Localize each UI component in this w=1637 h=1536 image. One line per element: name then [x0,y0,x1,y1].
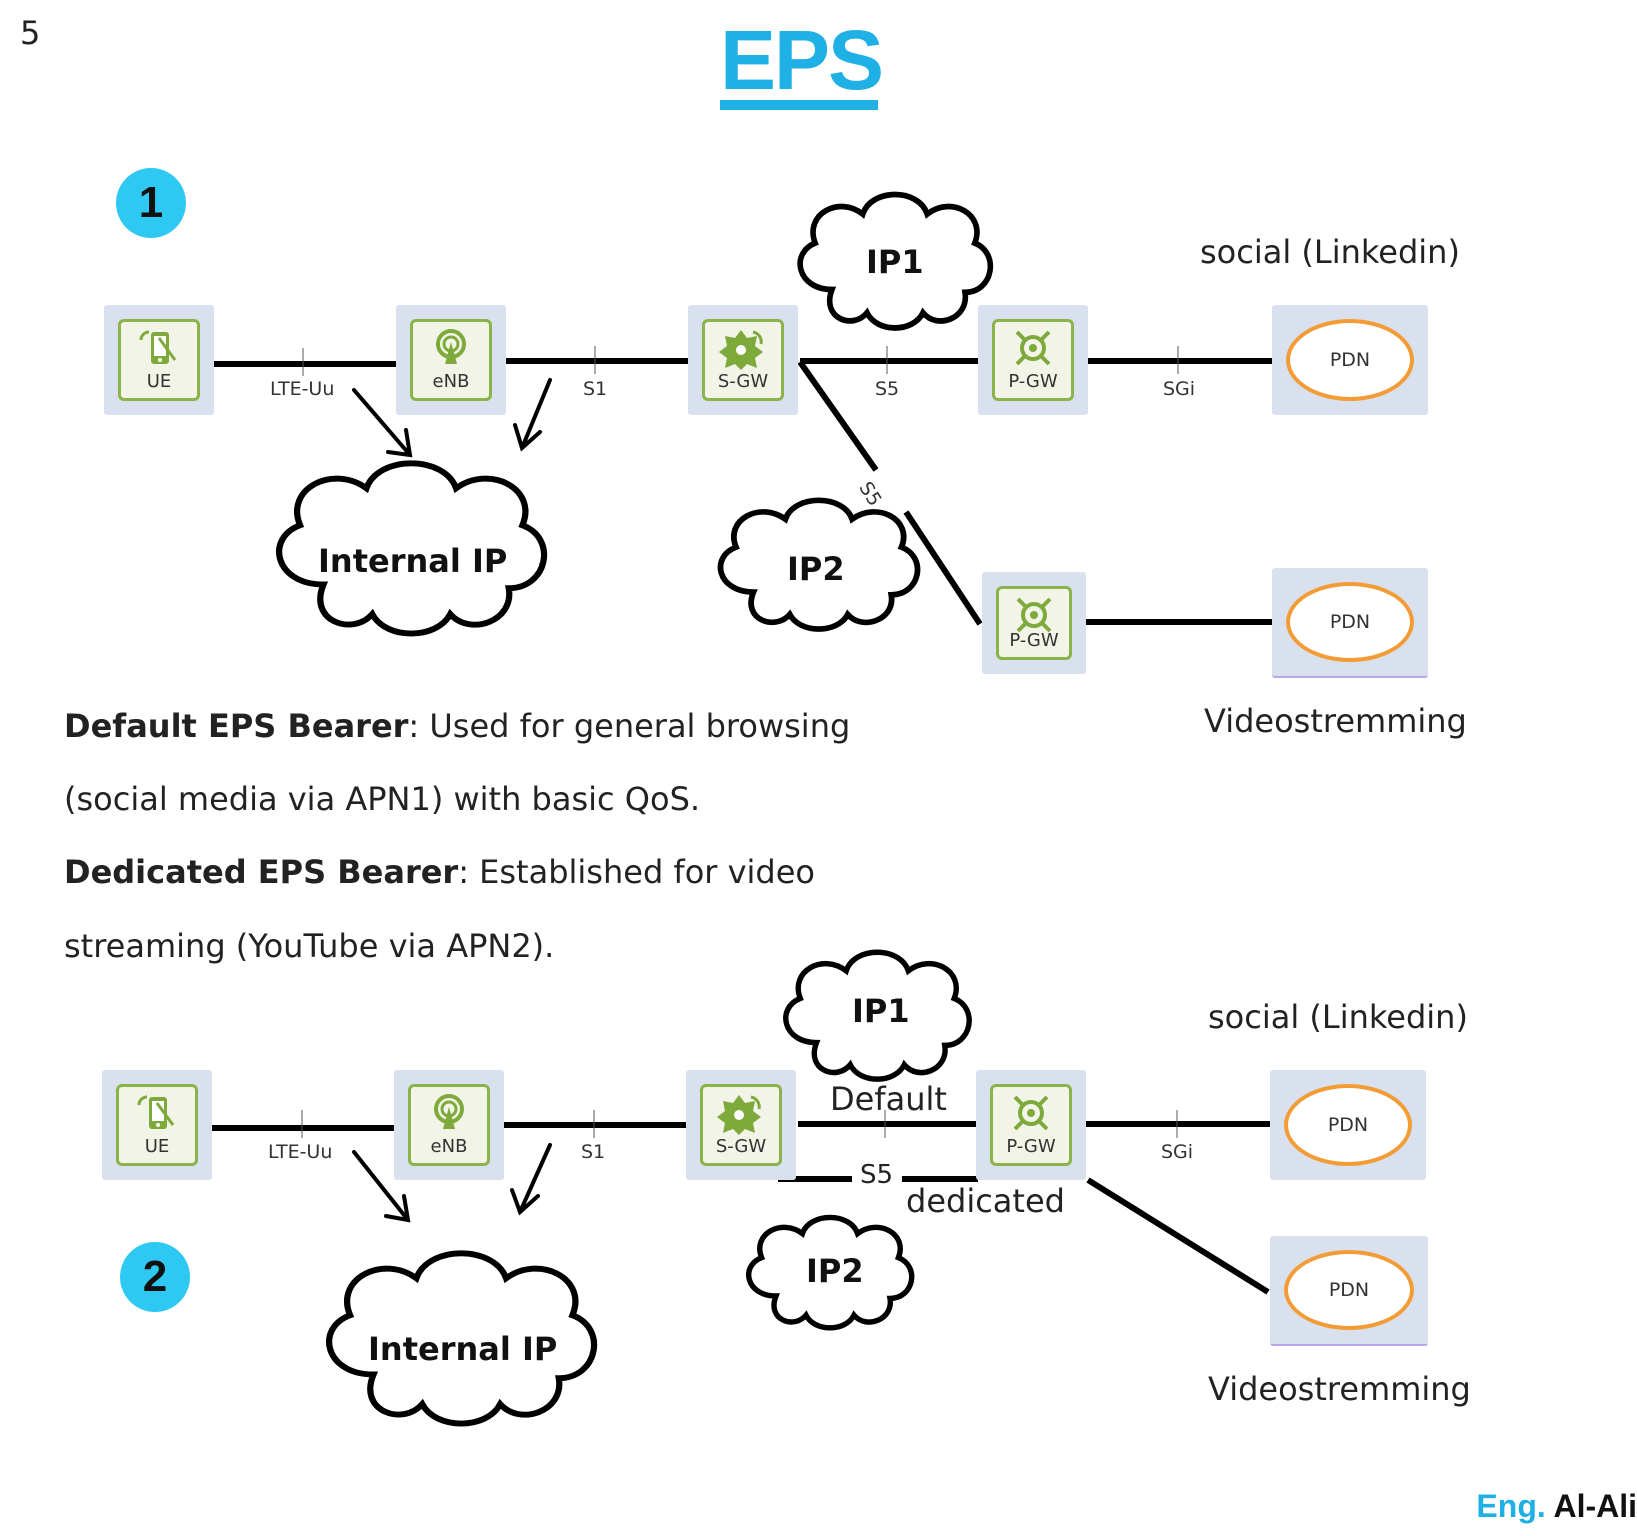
desc-line-4: streaming (YouTube via APN2). [64,927,555,965]
phone-icon [137,1095,175,1129]
d1-pgw2-label: P-GW [1009,630,1059,651]
d1-links [212,358,1280,626]
d1-arrow-lte [352,388,413,458]
d2-pdn1-label: PDN [1284,1084,1412,1166]
page-number: 5 [20,14,41,52]
d2-social-label: social (Linkedin) [1208,998,1468,1036]
antenna-icon [436,329,466,364]
router-icon [1015,330,1051,366]
d2-arrows [352,1143,552,1223]
d1-cloud-internal-label: Internal IP [318,542,508,580]
d2-cloud-ip2-label: IP2 [806,1252,864,1290]
d1-node-enb[interactable]: eNB [396,305,506,415]
desc-line-3: Dedicated EPS Bearer: Established for vi… [64,853,815,891]
d2-bearer-default-label: Default [830,1080,947,1118]
author-prefix: Eng. [1476,1488,1546,1524]
router-icon [1013,1095,1049,1131]
desc-line-2: (social media via APN1) with basic QoS. [64,780,701,818]
d1-video-label: Videostremming [1204,702,1467,740]
gear-icon [719,330,763,370]
d1-cloud-ip2-label: IP2 [787,550,845,588]
d2-link-pgw-pdn2 [1086,1177,1270,1295]
d1-pdn1-label: PDN [1286,319,1414,401]
d1-arrows [352,378,552,458]
scenario-badge-1: 1 [116,168,186,238]
d2-cloud-internal-label: Internal IP [368,1330,558,1368]
d1-cloud-ip1-label: IP1 [866,243,924,281]
router-icon [1016,597,1052,633]
d1-node-pgw1[interactable]: P-GW [978,305,1088,415]
author-signature: Eng. Al-Ali [1476,1488,1637,1525]
desc-line-1: Default EPS Bearer: Used for general bro… [64,707,851,745]
d2-iface-sgi: SGi [1161,1141,1194,1163]
antenna-icon [434,1094,464,1129]
d1-node-pdn2[interactable]: PDN [1272,568,1428,678]
d1-node-pdn1[interactable]: PDN [1272,305,1428,415]
d1-ue-label: UE [146,371,172,392]
d2-node-enb[interactable]: eNB [394,1070,504,1180]
d2-arrow-lte [352,1150,411,1223]
d2-node-pgw[interactable]: P-GW [976,1070,1086,1180]
d1-iface-s1: S1 [583,378,608,400]
d1-link-sgw-pgw2-b [903,510,983,626]
dedicated-bearer-term: Dedicated EPS Bearer [64,853,459,891]
d1-iface-s5-top: S5 [875,378,900,400]
d1-node-ue[interactable]: UE [104,305,214,415]
d1-iface-sgi: SGi [1163,378,1196,400]
phone-icon [139,330,177,364]
d2-arrow-s1 [510,1143,552,1216]
d1-ticks [302,346,1179,376]
d1-pgw1-label: P-GW [1008,371,1058,392]
d2-node-pdn2[interactable]: PDN [1270,1236,1428,1346]
default-bearer-term: Default EPS Bearer [64,707,409,745]
d2-iface-s1: S1 [581,1141,606,1163]
d1-node-sgw[interactable]: S-GW [688,305,798,415]
d2-pdn2-label: PDN [1284,1250,1414,1330]
d2-ue-label: UE [144,1136,170,1157]
d1-arrow-s1 [513,378,552,452]
author-name: Al-Ali [1553,1488,1637,1524]
d1-pdn2-label: PDN [1286,582,1414,662]
d2-cloud-ip1-label: IP1 [852,992,910,1030]
gear-icon [717,1095,761,1135]
d2-sgw-label: S-GW [715,1136,767,1157]
title-underline [720,100,878,110]
page-title: EPS [720,13,884,107]
d2-node-ue[interactable]: UE [102,1070,212,1180]
d1-sgw-label: S-GW [717,371,769,392]
d1-enb-label: eNB [432,371,470,392]
scenario-badge-2: 2 [120,1242,190,1312]
d2-node-sgw[interactable]: S-GW [686,1070,796,1180]
d2-bearer-dedicated-label: dedicated [906,1182,1065,1220]
d2-pgw-label: P-GW [1006,1136,1056,1157]
d2-iface-lte-uu: LTE-Uu [268,1141,333,1163]
d2-node-pdn1[interactable]: PDN [1270,1070,1426,1180]
d1-node-pgw2[interactable]: P-GW [982,572,1086,674]
d2-iface-s5: S5 [860,1160,894,1190]
d1-link-sgw-pgw2-a [797,360,879,472]
d2-enb-label: eNB [430,1136,468,1157]
d2-ticks [301,1110,1178,1138]
d1-iface-lte-uu: LTE-Uu [270,378,335,400]
d1-social-label: social (Linkedin) [1200,233,1460,271]
d2-video-label: Videostremming [1208,1370,1471,1408]
